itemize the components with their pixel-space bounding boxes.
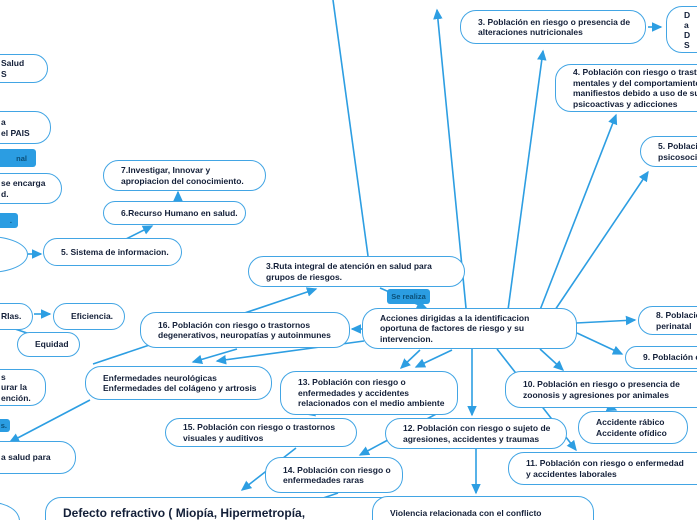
node-label: 10. Población en riesgo o presencia de z… [523, 379, 680, 400]
node-label: 6.Recurso Humano en salud. [121, 207, 238, 218]
node-label: RIas. [1, 311, 22, 322]
node-label: a el PAIS [1, 117, 30, 138]
node-fragment-pais[interactable]: a el PAIS [0, 111, 51, 144]
node-fragment-salud-para[interactable]: a salud para [0, 441, 76, 474]
node-poblacion-10[interactable]: 10. Población en riesgo o presencia de z… [505, 371, 697, 408]
edge-line [539, 113, 618, 311]
node-recurso-humano[interactable]: 6.Recurso Humano en salud. [103, 201, 246, 225]
node-equidad[interactable]: Equidad [17, 332, 80, 357]
node-label: Accidente rábico Accidente ofídico [596, 417, 667, 438]
node-acciones-centro[interactable]: Acciones dirigidas a la identificacion o… [362, 308, 577, 349]
node-poblacion-14[interactable]: 14. Población con riesgo o enfermedades … [265, 457, 403, 493]
node-fragment-rias[interactable]: RIas. [0, 303, 33, 330]
node-violencia-conflicto[interactable]: Violencia relacionada con el conflicto a… [372, 496, 594, 520]
node-poblacion-15[interactable]: 15. Población con riesgo o trastornos vi… [165, 418, 357, 447]
edge-line [576, 332, 624, 355]
edge-line [554, 170, 649, 311]
connector-label-text: s. [0, 421, 7, 430]
node-label: 13. Población con riesgo o enfermedades … [298, 377, 445, 409]
node-poblacion-3[interactable]: 3. Población en riesgo o presencia de al… [460, 10, 646, 44]
node-label: s urar la ención. [1, 371, 31, 403]
node-label: 14. Población con riesgo o enfermedades … [283, 464, 391, 486]
label-se-realiza[interactable]: Se realiza [387, 289, 430, 304]
node-label: 5. Población psicosocial [658, 141, 697, 162]
node-label: Enfermedades neurológicas Enfermedades d… [103, 372, 257, 394]
node-poblacion-11[interactable]: 11. Población con riesgo o enfermedad y … [508, 452, 697, 485]
label-s[interactable]: s. [0, 419, 10, 432]
node-defecto-refractivo[interactable]: Defecto refractivo ( Miopía, Hipermetrop… [45, 497, 397, 520]
edge-line [414, 349, 453, 368]
node-enfermedades-neurologicas[interactable]: Enfermedades neurológicas Enfermedades d… [85, 366, 272, 400]
node-investigar-innovar[interactable]: 7.Investigar, Innovar y apropiacion del … [103, 160, 266, 191]
node-sistema-informacion[interactable]: 5. Sistema de informacion. [43, 238, 182, 266]
node-label: 8. Población perinatal [656, 310, 697, 331]
node-poblacion-16[interactable]: 16. Población con riesgo o trastornos de… [140, 312, 350, 348]
node-label: 16. Población con riesgo o trastornos de… [158, 319, 331, 341]
node-poblacion-12[interactable]: 12. Población con riesgo o sujeto de agr… [385, 418, 567, 449]
node-poblacion-5[interactable]: 5. Población psicosocial [640, 136, 697, 167]
node-fragment-salud[interactable]: Salud S [0, 54, 48, 83]
node-label: a salud para [1, 452, 51, 463]
edge-line [332, 0, 369, 257]
edge-line [433, 8, 467, 309]
node-label: Equidad [35, 339, 69, 350]
label-dot[interactable]: . [0, 213, 18, 228]
edge-line [399, 349, 421, 369]
node-eficiencia[interactable]: Eficiencia. [53, 303, 125, 330]
node-ruta-integral[interactable]: 3.Ruta integral de atención en salud par… [248, 256, 465, 287]
node-label: 3. Población en riesgo o presencia de al… [478, 16, 631, 38]
node-fragment-top-right[interactable]: D a D S [666, 6, 697, 53]
node-fragment-asegurar[interactable]: s urar la ención. [0, 369, 46, 406]
node-accidente-rabico[interactable]: Accidente rábico Accidente ofídico [578, 411, 688, 444]
node-label: 3.Ruta integral de atención en salud par… [266, 261, 432, 282]
label-nal[interactable]: nal [0, 149, 36, 167]
edge-line [575, 315, 637, 326]
connector-label-text: . [9, 216, 12, 225]
node-poblacion-4[interactable]: 4. Población con riesgo o trastornos men… [555, 64, 697, 112]
node-fragment-se-encarga[interactable]: se encarga d. [0, 173, 62, 204]
node-label: 11. Población con riesgo o enfermedad y … [526, 458, 684, 479]
node-label: Eficiencia. [71, 311, 114, 322]
node-label: 7.Investigar, Innovar y apropiacion del … [121, 165, 244, 186]
node-poblacion-13[interactable]: 13. Población con riesgo o enfermedades … [280, 371, 458, 415]
node-poblacion-9[interactable]: 9. Población con [625, 346, 697, 369]
node-label: 5. Sistema de informacion. [61, 246, 169, 257]
connector-label-text: Se realiza [391, 292, 426, 301]
connector-label-text: nal [16, 153, 27, 163]
node-label: Violencia relacionada con el conflicto a… [390, 507, 542, 520]
node-label: Acciones dirigidas a la identificacion o… [380, 312, 530, 344]
node-label: Defecto refractivo ( Miopía, Hipermetrop… [63, 506, 306, 520]
node-label: D a D S [684, 9, 691, 50]
edge-line [539, 348, 565, 371]
node-label: 12. Población con riesgo o sujeto de agr… [403, 423, 551, 444]
node-label: se encarga d. [1, 178, 46, 199]
node-label: 4. Población con riesgo o trastornos men… [573, 67, 697, 109]
node-label: 15. Población con riesgo o trastornos vi… [183, 422, 336, 443]
node-label: Salud S [1, 58, 25, 79]
edge-line [191, 348, 238, 364]
edge-line [8, 399, 91, 443]
node-poblacion-8[interactable]: 8. Población perinatal [638, 306, 697, 335]
node-label: 9. Población con [643, 352, 697, 363]
edge-line [507, 49, 547, 311]
